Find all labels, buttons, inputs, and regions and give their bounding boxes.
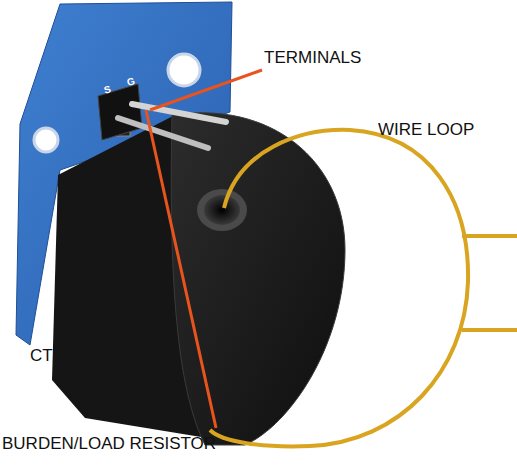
callout-label: WIRE LOOP xyxy=(378,120,474,140)
terminal-pin xyxy=(118,118,208,148)
ct-face xyxy=(171,113,345,445)
wire-lead xyxy=(462,234,517,238)
callout-label: BURDEN/LOAD RESISTOR xyxy=(2,434,216,454)
callout-label: TERMINALS xyxy=(264,48,361,68)
pin-header xyxy=(98,84,142,140)
wire-loop xyxy=(210,130,468,447)
ct-hole-rim xyxy=(197,189,247,231)
callout-label: CT xyxy=(30,346,53,366)
leader-line xyxy=(150,70,262,110)
mounting-hole xyxy=(34,128,58,152)
leader-line xyxy=(146,110,216,428)
wire-lead xyxy=(462,328,517,332)
mounting-hole xyxy=(168,54,200,86)
ct-hole xyxy=(204,195,240,225)
